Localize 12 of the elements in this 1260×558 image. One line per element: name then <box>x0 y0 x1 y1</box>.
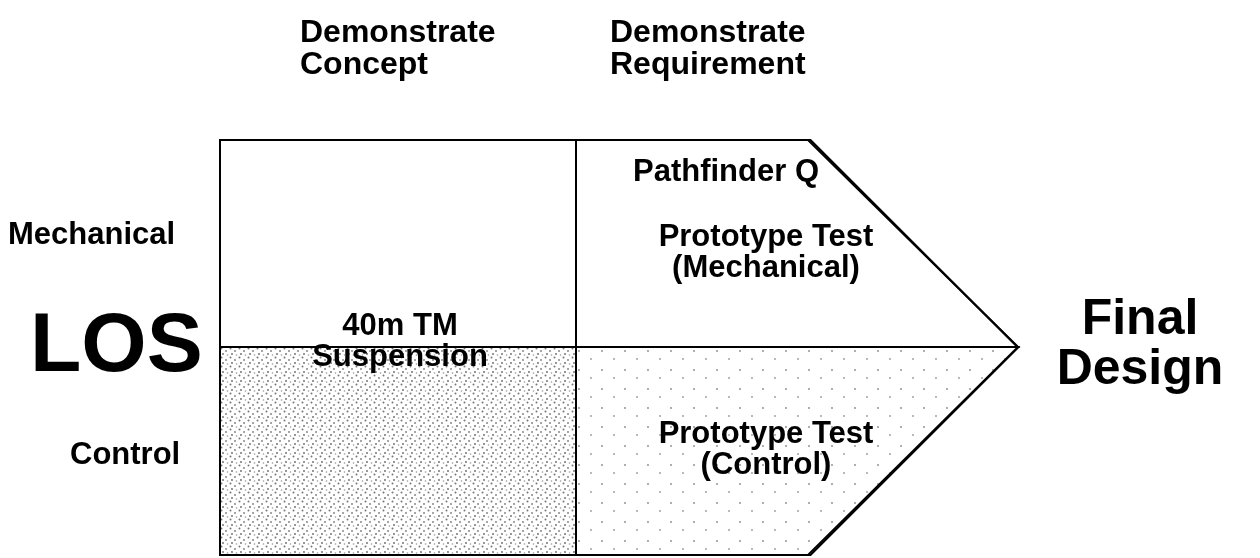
axis-heading: LOS <box>30 300 204 384</box>
cell-text: Prototype Test (Control) <box>657 417 875 479</box>
arrow-shape <box>220 140 1018 555</box>
cell-text: Pathfinder Q <box>632 155 820 186</box>
column-heading: Demonstrate Concept <box>300 15 497 79</box>
cell-text: Prototype Test (Mechanical) <box>657 220 875 282</box>
row-heading: Mechanical <box>8 218 177 249</box>
column-heading: Demonstrate Requirement <box>610 15 807 79</box>
cell-text: 40m TM Suspension <box>311 309 489 371</box>
row-heading: Control <box>70 438 182 469</box>
shaded-cell <box>576 347 1018 555</box>
result-heading: Final Design <box>1055 292 1225 392</box>
